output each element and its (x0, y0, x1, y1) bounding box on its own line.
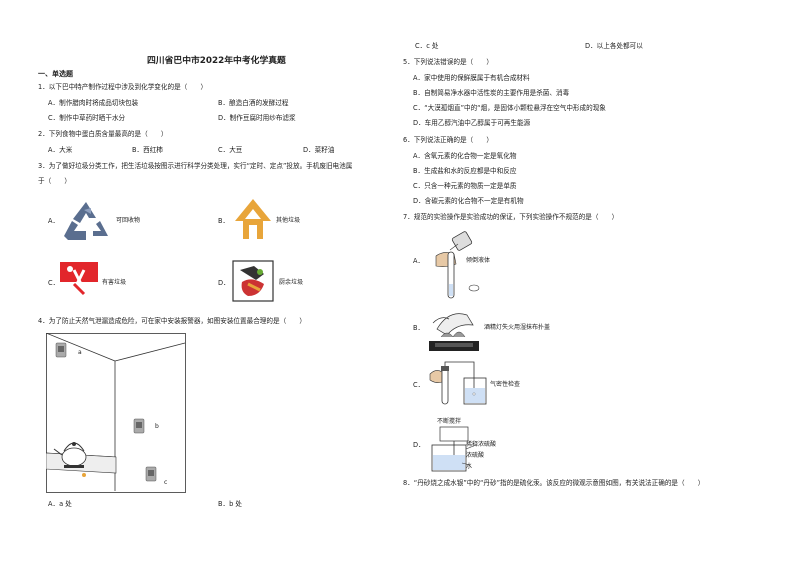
q4-option-a[interactable]: A．a 处 (48, 500, 72, 508)
q7-d-note-acid: 浓硫酸 (466, 452, 485, 459)
q5-option-a[interactable]: A．家中使用的保鲜膜属于有机合成材料 (413, 74, 530, 82)
q7-option-d[interactable]: D． (413, 441, 425, 449)
q1-stem: 1．以下巴中特产制作过程中涉及到化学变化的是（ ） (38, 83, 208, 91)
q3-option-c[interactable]: C． (48, 279, 60, 287)
q5-option-d[interactable]: D．车用乙醇汽油中乙醇属于可再生能源 (413, 119, 531, 127)
q5-option-b[interactable]: B．自制简易净水器中活性炭的主要作用是杀菌、消毒 (413, 89, 570, 97)
q3-option-a[interactable]: A． (48, 217, 60, 225)
q3-stem-line2: 于（ ） (38, 177, 71, 185)
q2-option-c[interactable]: C．大豆 (218, 146, 243, 154)
q5-stem: 5．下列说法错误的是（ ） (403, 58, 493, 66)
q6-option-b[interactable]: B．生成盐和水的反应都是中和反应 (413, 167, 517, 175)
q4-option-c[interactable]: C．c 处 (415, 42, 439, 50)
recycle-icon (64, 202, 108, 240)
q3-c-label: 有害垃圾 (102, 279, 127, 286)
q2-option-a[interactable]: A．大米 (48, 146, 73, 154)
q7-stem: 7．规范的实验操作是实验成功的保证，下列实验操作不规范的是（ ） (403, 213, 619, 221)
q7-c-label: 气密性检查 (490, 381, 521, 388)
q7-d-note-stir: 不断搅拌 (437, 418, 462, 425)
q7-option-b[interactable]: B． (413, 324, 425, 332)
q4-label-a: a (78, 349, 82, 356)
pouring-liquid-figure (435, 231, 480, 299)
q3-option-b[interactable]: B． (218, 217, 230, 225)
q4-option-d[interactable]: D．以上各处都可以 (585, 42, 643, 50)
q1-option-a[interactable]: A．制作腊肉时将成品切块包装 (48, 99, 139, 107)
q3-d-label: 厨余垃圾 (279, 279, 304, 286)
q7-a-label: 倾倒液体 (466, 257, 491, 264)
q4-option-b[interactable]: B．b 处 (218, 500, 242, 508)
airtightness-check-figure (429, 361, 487, 405)
q6-stem: 6．下列说法正确的是（ ） (403, 136, 493, 144)
food-waste-icon (232, 260, 274, 302)
q4-stem: 4．为了防止天然气泄漏造成危险，可在家中安装报警器，如图安装位置最合理的是（ ） (38, 317, 306, 325)
hazardous-waste-icon (60, 262, 98, 300)
q4-label-c: c (164, 479, 168, 486)
q1-option-b[interactable]: B．酿造白酒的发酵过程 (218, 99, 289, 107)
q6-option-c[interactable]: C．只含一种元素的物质一定是单质 (413, 182, 517, 190)
q3-b-label: 其他垃圾 (276, 217, 301, 224)
q8-stem: 8．“丹砂烧之成水银”中的“丹砂”指的是硫化汞。该反应的微观示意图如图，有关说法… (403, 479, 705, 487)
q1-option-c[interactable]: C．制作中草药时晒干水分 (48, 114, 126, 122)
section-heading: 一、单选题 (38, 70, 73, 78)
q2-option-b[interactable]: B．西红柿 (132, 146, 163, 154)
q6-option-d[interactable]: D．含碳元素的化合物不一定是有机物 (413, 197, 524, 205)
q3-a-label: 可回收物 (116, 217, 141, 224)
q1-option-d[interactable]: D．制作豆腐时用纱布滤浆 (218, 114, 296, 122)
q7-option-c[interactable]: C． (413, 381, 425, 389)
q7-d-label: 稀释浓硫酸 (466, 441, 497, 448)
q5-option-c[interactable]: C．“大漠孤烟直”中的“烟，是固体小颗粒悬浮在空气中形成的现象 (413, 104, 606, 112)
q3-stem-line1: 3．为了做好垃圾分类工作，把生活垃圾按图示进行科学分类处理，实行“定时、定点”投… (38, 162, 353, 170)
q3-option-d[interactable]: D． (218, 279, 230, 287)
q2-stem: 2．下列食物中蛋白质含量最高的是（ ） (38, 130, 168, 138)
alcohol-lamp-fire-figure (429, 313, 479, 351)
q6-option-a[interactable]: A．含氧元素的化合物一定是氧化物 (413, 152, 517, 160)
dilute-acid-figure (431, 426, 477, 472)
q7-b-label: 酒精灯失火用湿抹布扑盖 (484, 324, 551, 331)
page-title: 四川省巴中市2022年中考化学真题 (147, 56, 286, 66)
q2-option-d[interactable]: D．菜籽油 (303, 146, 335, 154)
kitchen-room-figure (46, 333, 186, 493)
q4-label-b: b (155, 423, 159, 430)
q7-d-note-water: 水 (466, 463, 473, 470)
q7-option-a[interactable]: A． (413, 257, 425, 265)
other-waste-icon (235, 199, 271, 239)
